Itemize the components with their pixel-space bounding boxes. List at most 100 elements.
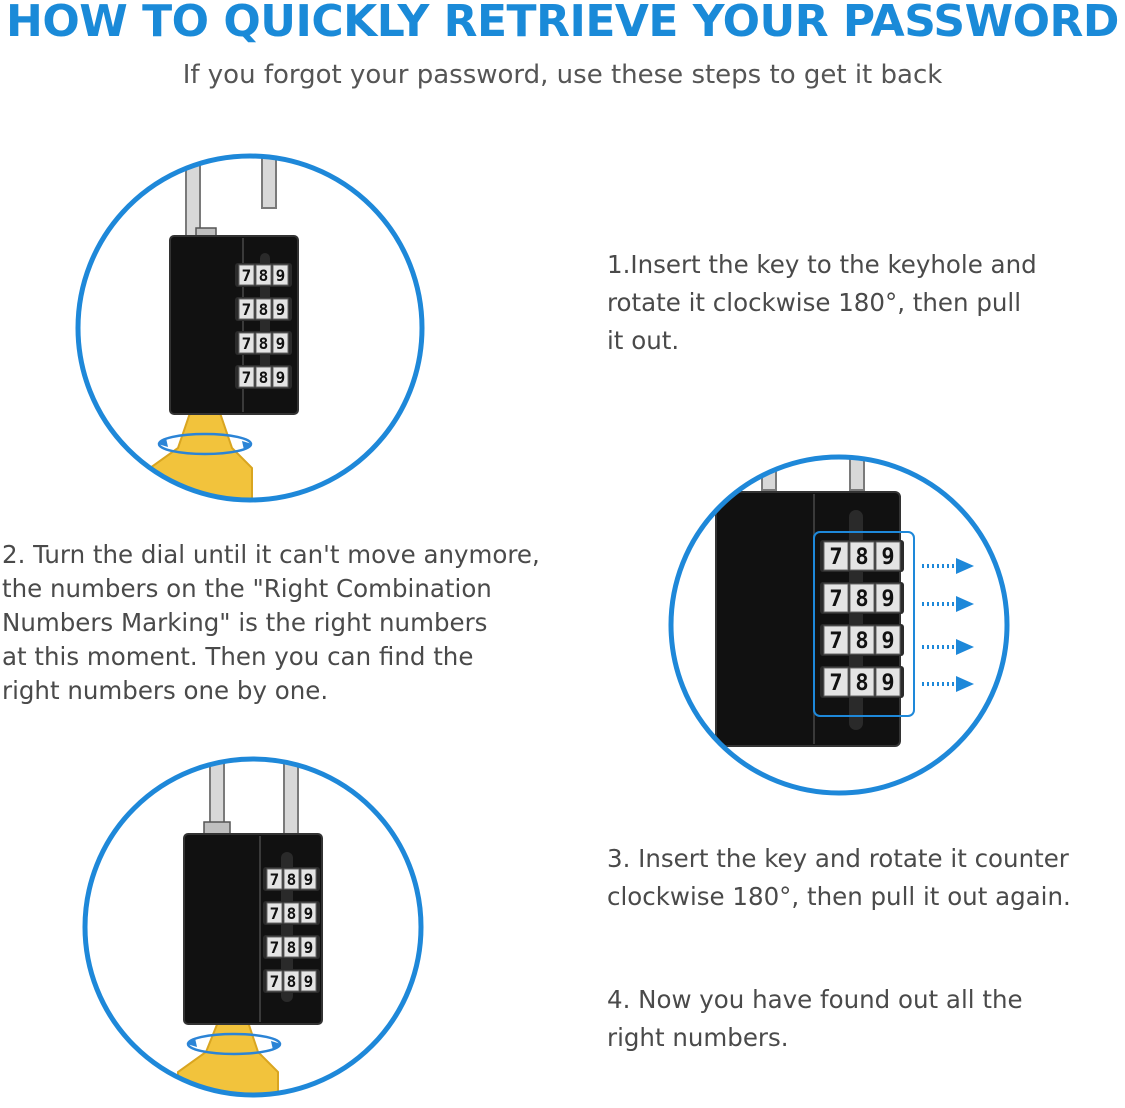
dial-digit: 8 bbox=[855, 545, 868, 570]
dial-digit: 9 bbox=[304, 972, 314, 991]
step-2-line: at this moment. Then you can find the bbox=[2, 642, 474, 671]
dial-digit: 8 bbox=[855, 587, 868, 612]
step-2-text: 2. Turn the dial until it can't move any… bbox=[2, 538, 540, 708]
dial-digit: 7 bbox=[242, 266, 252, 285]
dial-digit: 8 bbox=[259, 266, 269, 285]
step-4-line: 4. Now you have found out all the bbox=[607, 985, 1023, 1014]
dial-cell bbox=[875, 667, 901, 697]
dial-cell bbox=[300, 902, 317, 924]
step-2-line: 2. Turn the dial until it can't move any… bbox=[2, 540, 540, 569]
dial-digit: 7 bbox=[242, 300, 252, 319]
step-1-line: rotate it clockwise 180°, then pull bbox=[607, 288, 1022, 317]
dial-digit: 7 bbox=[270, 938, 280, 957]
dial-cell bbox=[266, 970, 283, 992]
dial-cell bbox=[238, 366, 255, 388]
dial-cell bbox=[238, 332, 255, 354]
dial-digit: 9 bbox=[881, 671, 894, 696]
dial-cell bbox=[849, 583, 875, 613]
dial-digit: 9 bbox=[276, 300, 286, 319]
dial-cell bbox=[255, 298, 272, 320]
dial-cell bbox=[849, 625, 875, 655]
dial-digit: 7 bbox=[829, 629, 842, 654]
dial-digit: 8 bbox=[259, 334, 269, 353]
dial-cell bbox=[266, 936, 283, 958]
dial-cell bbox=[272, 298, 289, 320]
dial-digit: 8 bbox=[287, 904, 297, 923]
right-arrow-icon bbox=[922, 676, 974, 692]
dial-cell bbox=[283, 902, 300, 924]
dial-cell bbox=[823, 583, 849, 613]
brass-key-icon bbox=[177, 1021, 279, 1095]
right-arrow-icon bbox=[922, 558, 974, 574]
dial-cell bbox=[823, 541, 849, 571]
dial-cell bbox=[823, 667, 849, 697]
dial-digit: 7 bbox=[270, 870, 280, 889]
dial-cell bbox=[875, 583, 901, 613]
dial-digit: 7 bbox=[270, 904, 280, 923]
dial-cell bbox=[283, 936, 300, 958]
dial-digit: 8 bbox=[259, 368, 269, 387]
step-3-text: 3. Insert the key and rotate it counter … bbox=[607, 840, 1071, 916]
dial-digit: 7 bbox=[829, 671, 842, 696]
dial-cell bbox=[255, 332, 272, 354]
page-subtitle: If you forgot your password, use these s… bbox=[182, 60, 943, 90]
right-arrow-icons bbox=[922, 558, 974, 692]
page-title: HOW TO QUICKLY RETRIEVE YOUR PASSWORD bbox=[6, 0, 1119, 47]
dial-cell bbox=[300, 936, 317, 958]
dial-digit: 9 bbox=[276, 266, 286, 285]
dial-cell bbox=[875, 541, 901, 571]
step-1-line: 1.Insert the key to the keyhole and bbox=[607, 250, 1037, 279]
dial-digit: 9 bbox=[881, 587, 894, 612]
dial-cell bbox=[272, 332, 289, 354]
dial-digit: 8 bbox=[259, 300, 269, 319]
dial-cell bbox=[849, 541, 875, 571]
rotation-arrow-icon bbox=[186, 1032, 282, 1056]
dial-digit: 9 bbox=[276, 334, 286, 353]
dial-digit: 9 bbox=[881, 629, 894, 654]
dial-digit: 8 bbox=[855, 629, 868, 654]
dial-cell bbox=[283, 970, 300, 992]
dial-cell bbox=[272, 264, 289, 286]
dial-digit: 7 bbox=[242, 368, 252, 387]
dial-cell bbox=[849, 667, 875, 697]
dial-cell bbox=[823, 625, 849, 655]
dial-cell bbox=[255, 264, 272, 286]
dial-cell bbox=[266, 868, 283, 890]
dial-digit: 7 bbox=[270, 972, 280, 991]
marking-highlight bbox=[813, 531, 915, 717]
step-3-line: 3. Insert the key and rotate it counter bbox=[607, 844, 1069, 873]
dial-cell bbox=[238, 264, 255, 286]
right-arrow-icon bbox=[922, 596, 974, 612]
dial-digit: 7 bbox=[829, 545, 842, 570]
dial-cell bbox=[238, 298, 255, 320]
dial-cell bbox=[300, 868, 317, 890]
step-2-line: Numbers Marking" is the right numbers bbox=[2, 608, 488, 637]
dial-digit: 8 bbox=[287, 870, 297, 889]
dial-cell bbox=[272, 366, 289, 388]
dial-digit: 9 bbox=[276, 368, 286, 387]
dial-digit: 7 bbox=[242, 334, 252, 353]
dial-cell bbox=[300, 970, 317, 992]
rotation-arrow-icon bbox=[157, 432, 253, 456]
dial-cell bbox=[266, 902, 283, 924]
step-1-line: it out. bbox=[607, 326, 680, 355]
dial-cell bbox=[875, 625, 901, 655]
step-4-text: 4. Now you have found out all the right … bbox=[607, 981, 1023, 1057]
step-3-line: clockwise 180°, then pull it out again. bbox=[607, 882, 1071, 911]
dial-digit: 9 bbox=[304, 938, 314, 957]
dial-digit: 9 bbox=[881, 545, 894, 570]
